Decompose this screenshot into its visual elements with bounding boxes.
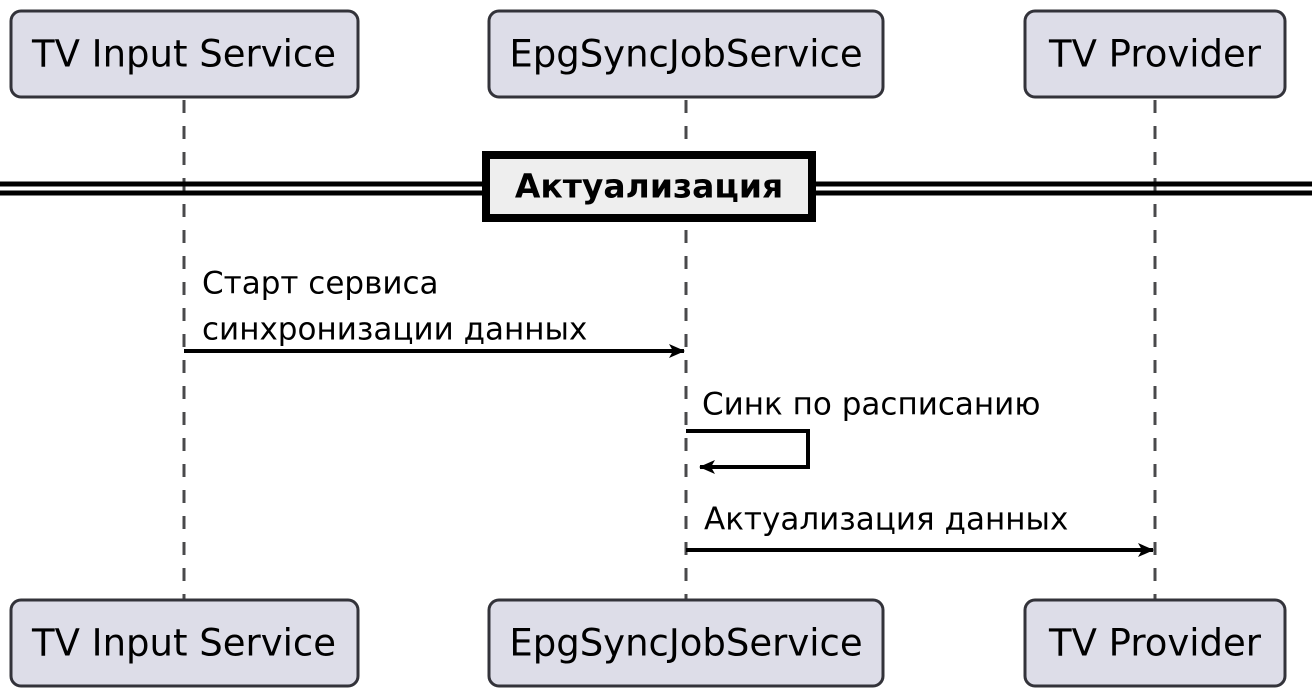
message-start-sync-service-label-line1: Старт сервиса [202,266,439,302]
participant-bottom-epg-sync-job-service-box[interactable] [487,598,885,688]
participant-bottom-epg-sync-job-service[interactable]: EpgSyncJobService [487,598,885,688]
participant-bottom-epg-sync-job-service-label: EpgSyncJobService [509,622,862,665]
participant-bottom-tv-input-service[interactable]: TV Input Service [9,598,360,688]
participant-top-epg-sync-job-service-box[interactable] [487,9,885,99]
participant-bottom-tv-provider[interactable]: TV Provider [1023,598,1287,688]
participants-bottom: TV Input Service EpgSyncJobService TV Pr… [9,598,1287,688]
participant-top-tv-provider-box[interactable] [1023,9,1287,99]
participant-bottom-tv-provider-box[interactable] [1023,598,1287,688]
participant-bottom-tv-provider-label: TV Provider [1048,622,1262,665]
participant-top-epg-sync-job-service-label: EpgSyncJobService [509,33,862,76]
message-scheduled-sync: Синк по расписанию [686,387,1040,474]
message-start-sync-service: Старт сервиса синхронизации данных [184,266,685,358]
divider-box [482,151,816,222]
divider-label: Актуализация [515,167,783,206]
participants-top: TV Input Service EpgSyncJobService TV Pr… [9,9,1287,99]
participant-top-tv-input-service[interactable]: TV Input Service [9,9,360,99]
message-data-actualization: Актуализация данных [686,502,1154,557]
participant-top-tv-input-service-label: TV Input Service [31,33,336,76]
participant-bottom-tv-input-service-label: TV Input Service [31,622,336,665]
participant-bottom-tv-input-service-box[interactable] [9,598,360,688]
divider-aktualizaciya: Актуализация [0,151,1312,222]
message-scheduled-sync-label: Синк по расписанию [702,387,1040,423]
participant-top-epg-sync-job-service[interactable]: EpgSyncJobService [487,9,885,99]
message-scheduled-sync-loop [686,429,810,474]
message-start-sync-service-label-line2: синхронизации данных [202,312,587,348]
message-data-actualization-label: Актуализация данных [704,502,1068,538]
participant-top-tv-provider[interactable]: TV Provider [1023,9,1287,99]
participant-top-tv-provider-label: TV Provider [1048,33,1262,76]
participant-top-tv-input-service-box[interactable] [9,9,360,99]
